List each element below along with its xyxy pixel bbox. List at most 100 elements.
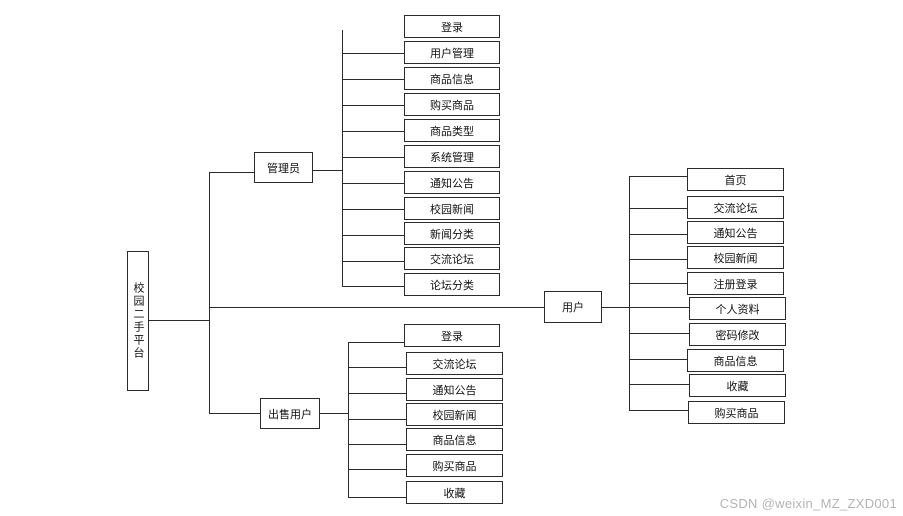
connector-admin-spine	[342, 30, 343, 286]
admin-item-node: 校园新闻	[404, 197, 500, 220]
admin-item-node: 商品类型	[404, 119, 500, 142]
user-item-label: 密码修改	[715, 328, 760, 342]
user-item-node: 注册登录	[687, 272, 784, 295]
connector-admin-item	[342, 209, 404, 210]
user-item-label: 购买商品	[714, 406, 759, 420]
seller-item-node: 通知公告	[406, 378, 503, 401]
user-item-label: 注册登录	[713, 277, 758, 291]
connector-admin-item	[342, 261, 404, 262]
connector-seller-spine	[348, 342, 349, 498]
connector-seller-item	[348, 419, 406, 420]
user-item-label: 首页	[724, 173, 747, 187]
connector-user-item	[629, 259, 687, 260]
user-item-node: 通知公告	[687, 221, 784, 244]
admin-item-node: 购买商品	[404, 93, 500, 116]
seller-item-label: 登录	[441, 329, 463, 343]
connector-root-spine	[209, 172, 210, 414]
admin-item-label: 通知公告	[430, 176, 474, 190]
user-item-label: 通知公告	[713, 226, 758, 240]
user-item-label: 交流论坛	[713, 201, 758, 215]
connector-admin-item	[342, 286, 404, 287]
root-node-label: 校园二手平台	[132, 282, 145, 360]
admin-item-node: 交流论坛	[404, 247, 500, 270]
seller-item-label: 交流论坛	[432, 357, 477, 371]
seller-item-node: 交流论坛	[406, 352, 503, 375]
connector-admin-out	[313, 170, 343, 171]
connector-root-trunk	[149, 320, 210, 321]
connector-to-seller	[209, 413, 260, 414]
connector-seller-item	[348, 469, 406, 470]
seller-item-label: 商品信息	[432, 433, 477, 447]
connector-user-spine	[629, 176, 630, 410]
seller-item-label: 校园新闻	[432, 408, 477, 422]
admin-item-label: 新闻分类	[430, 227, 474, 241]
admin-item-node: 商品信息	[404, 67, 500, 90]
seller-node: 出售用户	[260, 398, 320, 429]
admin-item-node: 用户管理	[404, 41, 500, 64]
user-item-node: 校园新闻	[687, 246, 784, 269]
admin-item-label: 交流论坛	[430, 252, 474, 266]
user-item-label: 校园新闻	[713, 251, 758, 265]
admin-item-node: 登录	[404, 15, 500, 38]
connector-user-item	[629, 283, 687, 284]
admin-node: 管理员	[254, 152, 313, 183]
user-item-node: 个人资料	[689, 297, 786, 320]
admin-item-label: 商品类型	[430, 124, 474, 138]
connector-user-item	[629, 307, 689, 308]
connector-admin-item	[342, 79, 404, 80]
admin-item-label: 商品信息	[430, 72, 474, 86]
connector-seller-item	[348, 342, 404, 343]
admin-item-node: 论坛分类	[404, 273, 500, 296]
connector-user-item	[629, 333, 689, 334]
user-item-node: 首页	[687, 168, 784, 191]
admin-item-label: 购买商品	[430, 98, 474, 112]
connector-admin-item	[342, 183, 404, 184]
seller-item-node: 购买商品	[406, 454, 503, 477]
user-item-node: 收藏	[689, 374, 786, 397]
user-item-node: 交流论坛	[687, 196, 784, 219]
connector-seller-item	[348, 367, 406, 368]
user-item-label: 个人资料	[715, 302, 760, 316]
seller-item-node: 收藏	[406, 481, 503, 504]
connector-admin-item	[342, 105, 404, 106]
connector-seller-item	[348, 393, 406, 394]
seller-item-node: 校园新闻	[406, 403, 503, 426]
seller-item-label: 收藏	[443, 486, 466, 500]
user-item-node: 密码修改	[689, 323, 786, 346]
connector-to-admin	[209, 172, 254, 173]
connector-admin-item	[342, 157, 404, 158]
connector-user-item	[629, 208, 687, 209]
admin-item-node: 新闻分类	[404, 222, 500, 245]
root-node: 校园二手平台	[127, 251, 149, 391]
user-item-node: 购买商品	[688, 401, 785, 424]
connector-user-out	[602, 307, 630, 308]
admin-item-label: 论坛分类	[430, 278, 474, 292]
user-node-label: 用户	[562, 301, 584, 314]
user-item-label: 商品信息	[713, 354, 758, 368]
connector-seller-item	[348, 444, 406, 445]
connector-user-item	[629, 384, 689, 385]
connector-user-item	[629, 359, 687, 360]
admin-item-label: 用户管理	[430, 46, 474, 60]
connector-seller-out	[320, 413, 349, 414]
connector-user-item	[629, 176, 687, 177]
connector-admin-item	[342, 131, 404, 132]
admin-item-node: 系统管理	[404, 145, 500, 168]
admin-item-label: 校园新闻	[430, 202, 474, 216]
admin-node-label: 管理员	[267, 161, 300, 175]
connector-to-user	[209, 307, 544, 308]
watermark-text: CSDN @weixin_MZ_ZXD001	[719, 496, 897, 511]
seller-item-node: 登录	[404, 324, 500, 347]
connector-user-item	[629, 410, 688, 411]
admin-item-label: 登录	[441, 20, 463, 34]
seller-item-label: 购买商品	[432, 459, 477, 473]
user-item-node: 商品信息	[687, 349, 784, 372]
seller-node-label: 出售用户	[268, 407, 312, 421]
seller-item-node: 商品信息	[406, 428, 503, 451]
user-item-label: 收藏	[726, 379, 749, 393]
user-node: 用户	[544, 291, 602, 323]
admin-item-node: 通知公告	[404, 171, 500, 194]
connector-user-item	[629, 234, 687, 235]
connector-admin-item	[342, 235, 404, 236]
connector-admin-item	[342, 53, 404, 54]
